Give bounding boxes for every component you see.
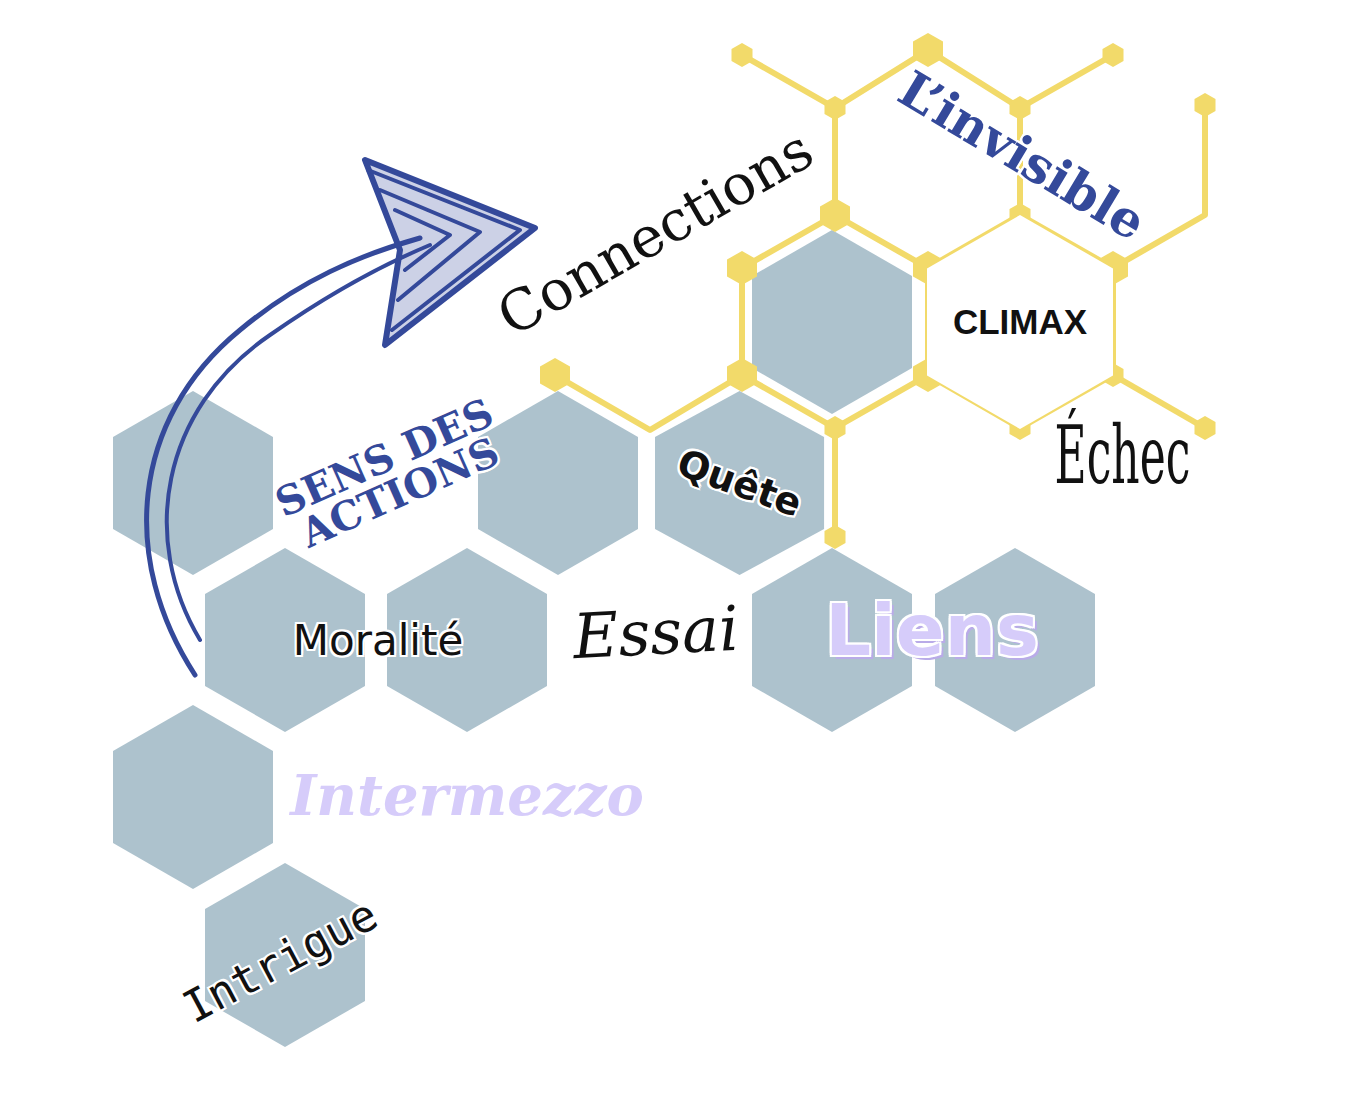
molecule-atoms <box>540 33 1216 549</box>
connections-label: Connections <box>486 116 823 348</box>
failure-label: Échec <box>1054 409 1190 502</box>
climax-hexagon: CLIMAX <box>927 215 1113 429</box>
quest-hexagon: Quête <box>655 391 824 575</box>
molecule-network <box>555 50 1205 537</box>
intermezzo-label: Intermezzo <box>290 762 644 828</box>
hexagon-outline <box>655 391 824 575</box>
hexagon-outline <box>927 215 1113 429</box>
links-label: Liens <box>825 588 1039 672</box>
intrigue-label: Intrigue <box>174 888 385 1033</box>
node-text: CLIMAX <box>953 302 1087 342</box>
meaning-label: SENS DES ACTIONS <box>244 381 540 568</box>
morality-label: Moralité <box>293 616 464 665</box>
essay-label: Essai <box>571 591 740 673</box>
